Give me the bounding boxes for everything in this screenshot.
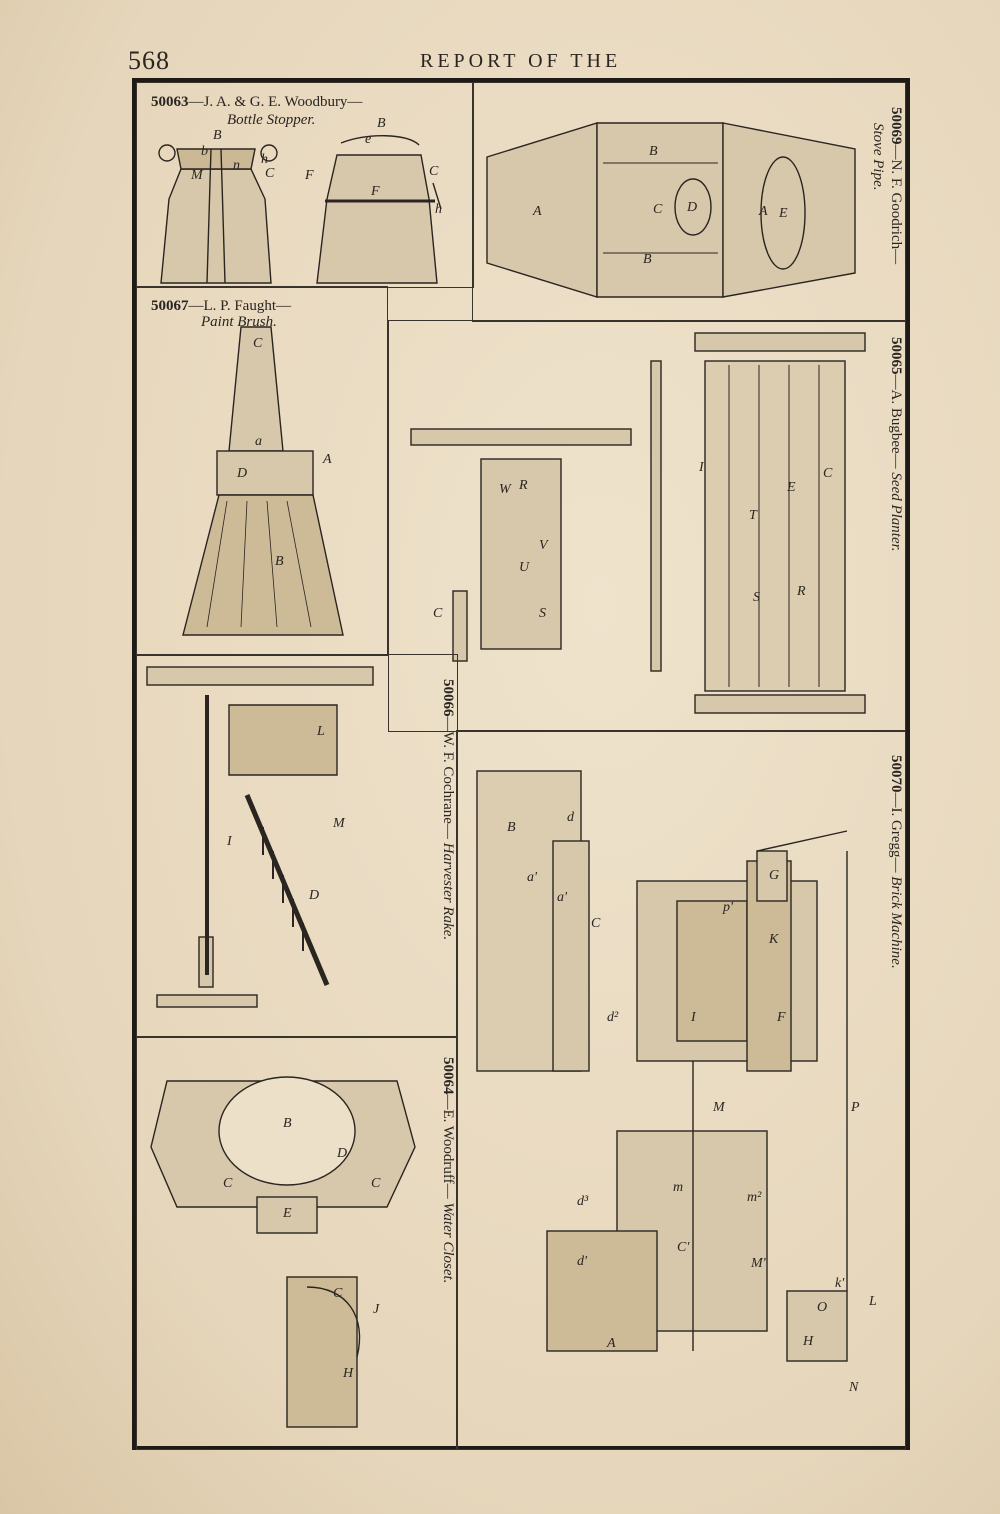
paint-brush-drawing: Ca D A B: [182, 326, 344, 636]
svg-text:P: P: [850, 1100, 860, 1115]
svg-text:E: E: [282, 1206, 292, 1221]
svg-text:R: R: [796, 584, 806, 599]
svg-text:F: F: [304, 168, 314, 183]
svg-text:W: W: [499, 482, 512, 497]
harvester-rake-drawing: L M I D: [146, 666, 374, 1008]
svg-text:D: D: [236, 466, 247, 481]
svg-text:A: A: [322, 452, 332, 467]
svg-text:C: C: [253, 336, 263, 351]
svg-text:O: O: [817, 1300, 827, 1315]
figure-50064-water-closet: 50064—E. Woodruff— Water Closet. B D C C E…: [136, 1036, 458, 1450]
figure-subject: Bottle Stopper.: [227, 112, 316, 128]
svg-text:I: I: [698, 460, 705, 475]
svg-text:C: C: [371, 1176, 381, 1191]
svg-text:d²: d²: [607, 1010, 619, 1025]
svg-text:G: G: [769, 868, 779, 883]
svg-text:C: C: [823, 466, 833, 481]
figure-caption: 50066—W. F. Cochrane— Harvester Rake.: [440, 679, 456, 941]
figure-caption: 50070—I. Gregg— Brick Machine.: [888, 755, 904, 969]
svg-text:d³: d³: [577, 1194, 589, 1209]
svg-text:A: A: [532, 204, 542, 219]
svg-text:B: B: [643, 252, 652, 267]
svg-text:D: D: [336, 1146, 347, 1161]
svg-text:S: S: [753, 590, 760, 605]
figure-caption: 50067—L. P. Faught—: [151, 298, 292, 314]
water-closet-drawing: B D C C E C J H: [150, 1076, 416, 1428]
svg-text:E: E: [778, 206, 788, 221]
svg-text:h: h: [261, 152, 268, 167]
svg-text:m²: m²: [747, 1190, 762, 1205]
svg-text:S: S: [539, 606, 546, 621]
svg-text:M': M': [750, 1256, 767, 1271]
svg-text:C: C: [653, 202, 663, 217]
svg-text:B: B: [275, 554, 284, 569]
figure-50070-brick-machine: 50070—I. Gregg— Brick Machine.: [456, 730, 906, 1450]
svg-text:h: h: [435, 202, 442, 217]
svg-text:J: J: [373, 1302, 380, 1317]
svg-text:d: d: [567, 810, 575, 825]
svg-text:F: F: [370, 184, 380, 199]
running-title: REPORT OF THE: [420, 50, 622, 72]
figure-50063-bottle-stopper: 50063—J. A. & G. E. Woodbury— Bottle Sto…: [136, 82, 474, 288]
svg-text:L: L: [316, 724, 325, 739]
svg-text:B: B: [377, 116, 386, 131]
svg-text:M: M: [332, 816, 346, 831]
bottle-stopper-drawing: Bb Mn Ch Be F F Ch: [158, 116, 442, 284]
stove-pipe-drawing: A C D A E B B: [486, 122, 856, 298]
svg-text:T: T: [749, 508, 758, 523]
svg-text:M: M: [712, 1100, 726, 1115]
svg-text:d': d': [577, 1254, 588, 1269]
svg-text:C: C: [591, 916, 601, 931]
svg-text:B: B: [213, 128, 222, 143]
svg-text:e: e: [365, 132, 371, 147]
page-number: 568: [128, 46, 170, 75]
svg-text:L: L: [868, 1294, 877, 1309]
running-head: 568 REPORT OF THE: [0, 42, 1000, 82]
svg-text:C: C: [223, 1176, 233, 1191]
svg-text:a: a: [255, 434, 262, 449]
svg-text:b: b: [201, 144, 208, 159]
svg-text:C: C: [333, 1286, 343, 1301]
svg-text:C': C': [677, 1240, 690, 1255]
svg-text:H: H: [802, 1334, 814, 1349]
svg-text:V: V: [539, 538, 549, 553]
svg-text:k': k': [835, 1276, 845, 1291]
svg-text:a': a': [557, 890, 568, 905]
plate-frame: 50063—J. A. & G. E. Woodbury— Bottle Sto…: [132, 78, 910, 1450]
svg-text:A: A: [606, 1336, 616, 1351]
svg-text:K: K: [768, 932, 779, 947]
svg-text:A: A: [758, 204, 768, 219]
svg-text:E: E: [786, 480, 796, 495]
svg-text:C: C: [265, 166, 275, 181]
svg-text:p': p': [722, 900, 734, 915]
svg-text:B: B: [283, 1116, 292, 1131]
brick-machine-drawing: Bd a' a' Cd² p' G K F I M Pm² mM' d³ d' C' A L…: [476, 770, 877, 1395]
svg-text:n: n: [233, 158, 240, 173]
svg-text:C: C: [429, 164, 439, 179]
svg-text:F: F: [776, 1010, 786, 1025]
svg-text:U: U: [519, 560, 530, 575]
svg-text:C: C: [433, 606, 443, 621]
svg-text:D: D: [308, 888, 319, 903]
seed-planter-drawing: CE TR SI RW VU SC: [410, 332, 866, 714]
figure-50066-harvester-rake: 50066—W. F. Cochrane— Harvester Rake.: [136, 654, 458, 1038]
svg-text:B: B: [507, 820, 516, 835]
figure-subject: Paint Brush.: [201, 314, 277, 330]
svg-text:m: m: [673, 1180, 683, 1195]
figure-caption: 50064—E. Woodruff— Water Closet.: [440, 1057, 456, 1284]
svg-text:I: I: [226, 834, 233, 849]
svg-text:N: N: [848, 1380, 859, 1395]
svg-text:a': a': [527, 870, 538, 885]
svg-text:M: M: [190, 168, 204, 183]
svg-text:H: H: [342, 1366, 354, 1381]
svg-text:D: D: [686, 200, 697, 215]
svg-text:I: I: [690, 1010, 697, 1025]
svg-text:R: R: [518, 478, 528, 493]
svg-text:B: B: [649, 144, 658, 159]
figure-caption: 50063—J. A. & G. E. Woodbury—: [151, 94, 363, 110]
